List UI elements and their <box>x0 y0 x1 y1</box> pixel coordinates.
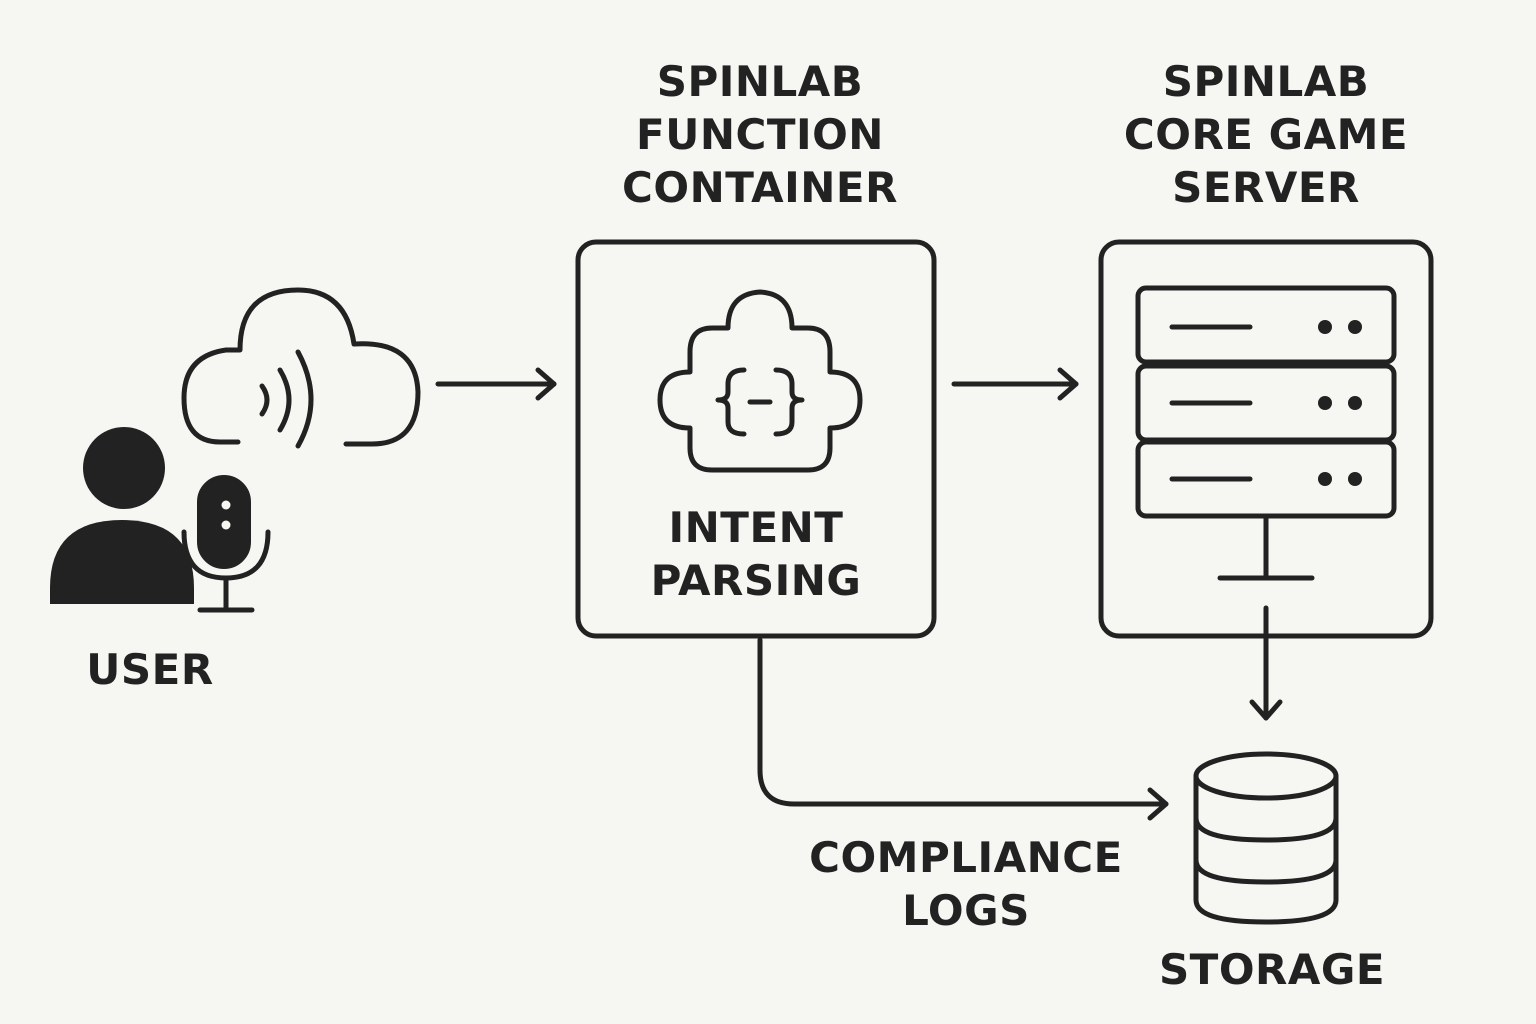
function-title-line-1: SPINLAB <box>656 57 864 106</box>
server-title-line-1: SPINLAB <box>1162 57 1370 106</box>
arrow-function-to-storage <box>757 637 1169 821</box>
intent-line-1: INTENT <box>668 503 844 552</box>
intent-line-2: PARSING <box>650 555 862 605</box>
compliance-logs-label: COMPLIANCE LOGS <box>786 832 1146 938</box>
function-title-line-2: FUNCTION <box>636 109 884 159</box>
server-title-line-3: SERVER <box>1172 162 1360 212</box>
intent-parsing-label: INTENT PARSING <box>578 502 934 608</box>
user-label: USER <box>86 645 214 694</box>
function-container-box <box>575 239 937 639</box>
microphone-icon <box>181 469 271 613</box>
arrow-server-to-storage <box>1249 605 1283 721</box>
compliance-line-2: LOGS <box>902 885 1030 935</box>
database-icon <box>1193 751 1339 925</box>
function-container-title: SPINLAB FUNCTION CONTAINER <box>560 56 960 215</box>
server-title-line-2: CORE GAME <box>1123 109 1409 159</box>
storage-label: STORAGE <box>1158 945 1386 994</box>
compliance-line-1: COMPLIANCE <box>809 833 1123 882</box>
arrow-function-to-server <box>951 367 1079 401</box>
server-rack-icon <box>1135 285 1397 581</box>
person-icon <box>50 427 194 604</box>
arrow-cloud-to-function <box>435 367 557 401</box>
cloud-voice-icon <box>181 287 421 449</box>
function-title-line-3: CONTAINER <box>622 162 898 212</box>
game-server-title: SPINLAB CORE GAME SERVER <box>1066 56 1466 215</box>
code-braces-puzzle-icon <box>657 289 863 473</box>
